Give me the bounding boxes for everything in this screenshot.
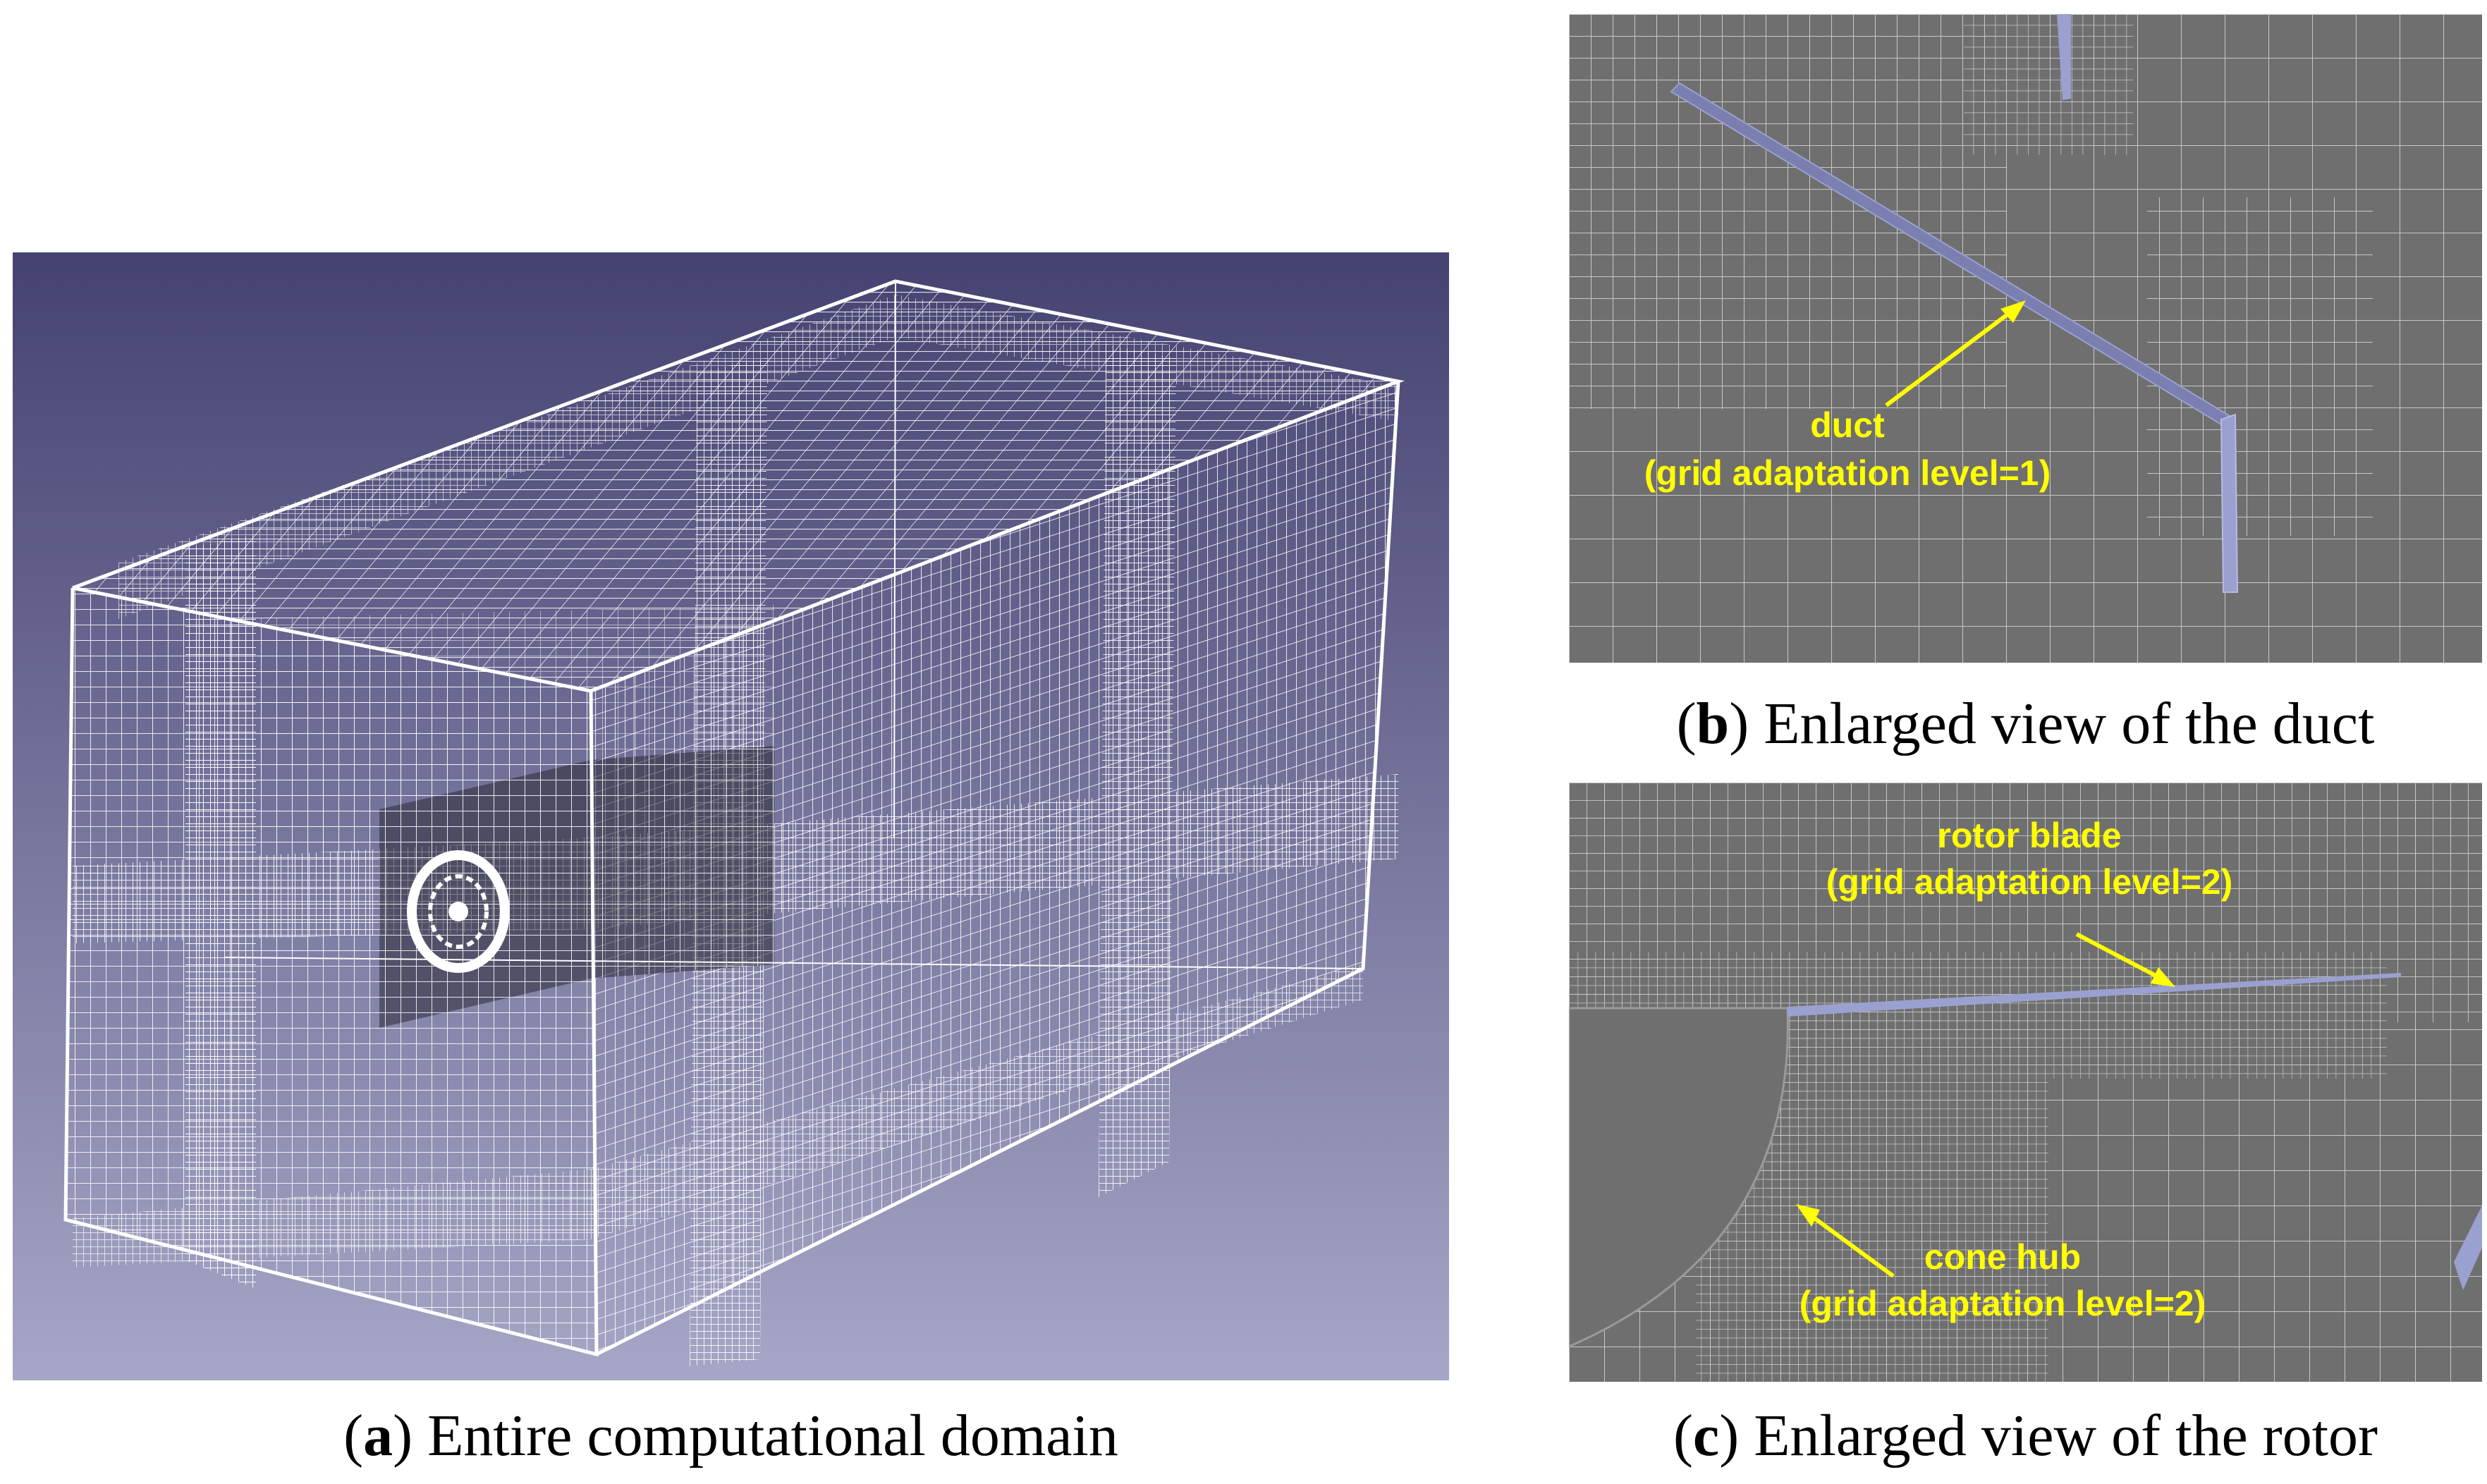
caption-a-text: Entire computational domain xyxy=(427,1403,1118,1468)
duct-annotation-arrow xyxy=(1885,300,2026,407)
duct-level-label: (grid adaptation level=1) xyxy=(1644,453,2051,493)
rotor-blade-annotation-arrow xyxy=(2075,932,2175,987)
caption-c: (c) Enlarged view of the rotor xyxy=(1673,1403,2378,1468)
cone-hub-annotation-arrow xyxy=(1796,1204,1895,1278)
refinement-band-top xyxy=(118,295,1398,619)
duct-fragment xyxy=(2454,1206,2482,1290)
rotor-enlarged-figure: rotor blade (grid adaptation level=2) co… xyxy=(1569,783,2482,1382)
caption-b-letter: b xyxy=(1696,691,1730,756)
rotor-blade-label: rotor blade xyxy=(1937,816,2121,855)
rotor-mesh-icon xyxy=(407,850,510,973)
rotor-blade-geometry xyxy=(1788,973,2401,1017)
cone-hub-geometry xyxy=(1569,1007,1789,1348)
duct-enlarged-figure: duct (grid adaptation level=1) xyxy=(1569,14,2482,663)
caption-a: (a) Entire computational domain xyxy=(343,1403,1118,1468)
rotor-enlarged-panel: rotor blade (grid adaptation level=2) co… xyxy=(1569,783,2482,1382)
cone-hub-label: cone hub xyxy=(1924,1237,2081,1277)
domain-mesh-figure xyxy=(13,252,1449,1380)
caption-a-letter: a xyxy=(363,1403,393,1468)
caption-c-text: Enlarged view of the rotor xyxy=(1754,1403,2378,1468)
refinement-band-horizontal-2 xyxy=(73,964,1363,1268)
rotor-blade-level-label: (grid adaptation level=2) xyxy=(1826,862,2233,902)
domain-mesh-panel xyxy=(13,252,1449,1380)
duct-enlarged-panel: duct (grid adaptation level=1) xyxy=(1569,14,2482,663)
duct-label: duct xyxy=(1810,405,1885,445)
caption-b-text: Enlarged view of the duct xyxy=(1764,691,2375,756)
domain-outline xyxy=(63,279,1405,1357)
refinement-band-vertical-3 xyxy=(1099,344,1176,1197)
cone-hub-level-label: (grid adaptation level=2) xyxy=(1799,1284,2206,1323)
caption-c-letter: c xyxy=(1692,1403,1720,1468)
duct-geometry xyxy=(1670,14,2239,593)
caption-b: (b) Enlarged view of the duct xyxy=(1676,691,2375,756)
